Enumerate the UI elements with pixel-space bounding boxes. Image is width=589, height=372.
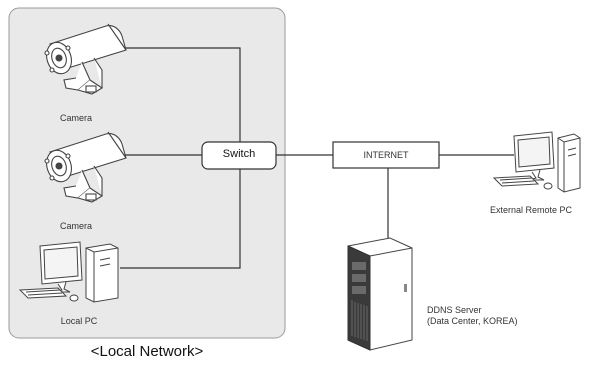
local-pc-icon: [18, 241, 119, 303]
camera-1-label: Camera: [59, 113, 93, 123]
ddns-server-icon: [347, 237, 413, 351]
switch-box: [201, 141, 277, 170]
internet-box: [332, 141, 440, 169]
switch-label: Switch: [222, 148, 256, 160]
ddns-label-line1: DDNS Server: [427, 305, 482, 315]
local-network-caption: <Local Network>: [90, 343, 204, 360]
link-camera1-switch: [125, 47, 241, 148]
internet-label: INTERNET: [363, 150, 409, 160]
remote-pc-label: External Remote PC: [489, 205, 573, 215]
ddns-label-line2: (Data Center, KOREA): [427, 316, 518, 326]
remote-pc-icon: [492, 131, 581, 193]
link-localpc-switch: [120, 168, 241, 269]
connection-lines: [120, 47, 514, 269]
camera-2-icon: [44, 131, 127, 203]
camera-2-label: Camera: [59, 221, 93, 231]
local-pc-label: Local PC: [60, 316, 98, 326]
camera-1-icon: [44, 23, 127, 95]
